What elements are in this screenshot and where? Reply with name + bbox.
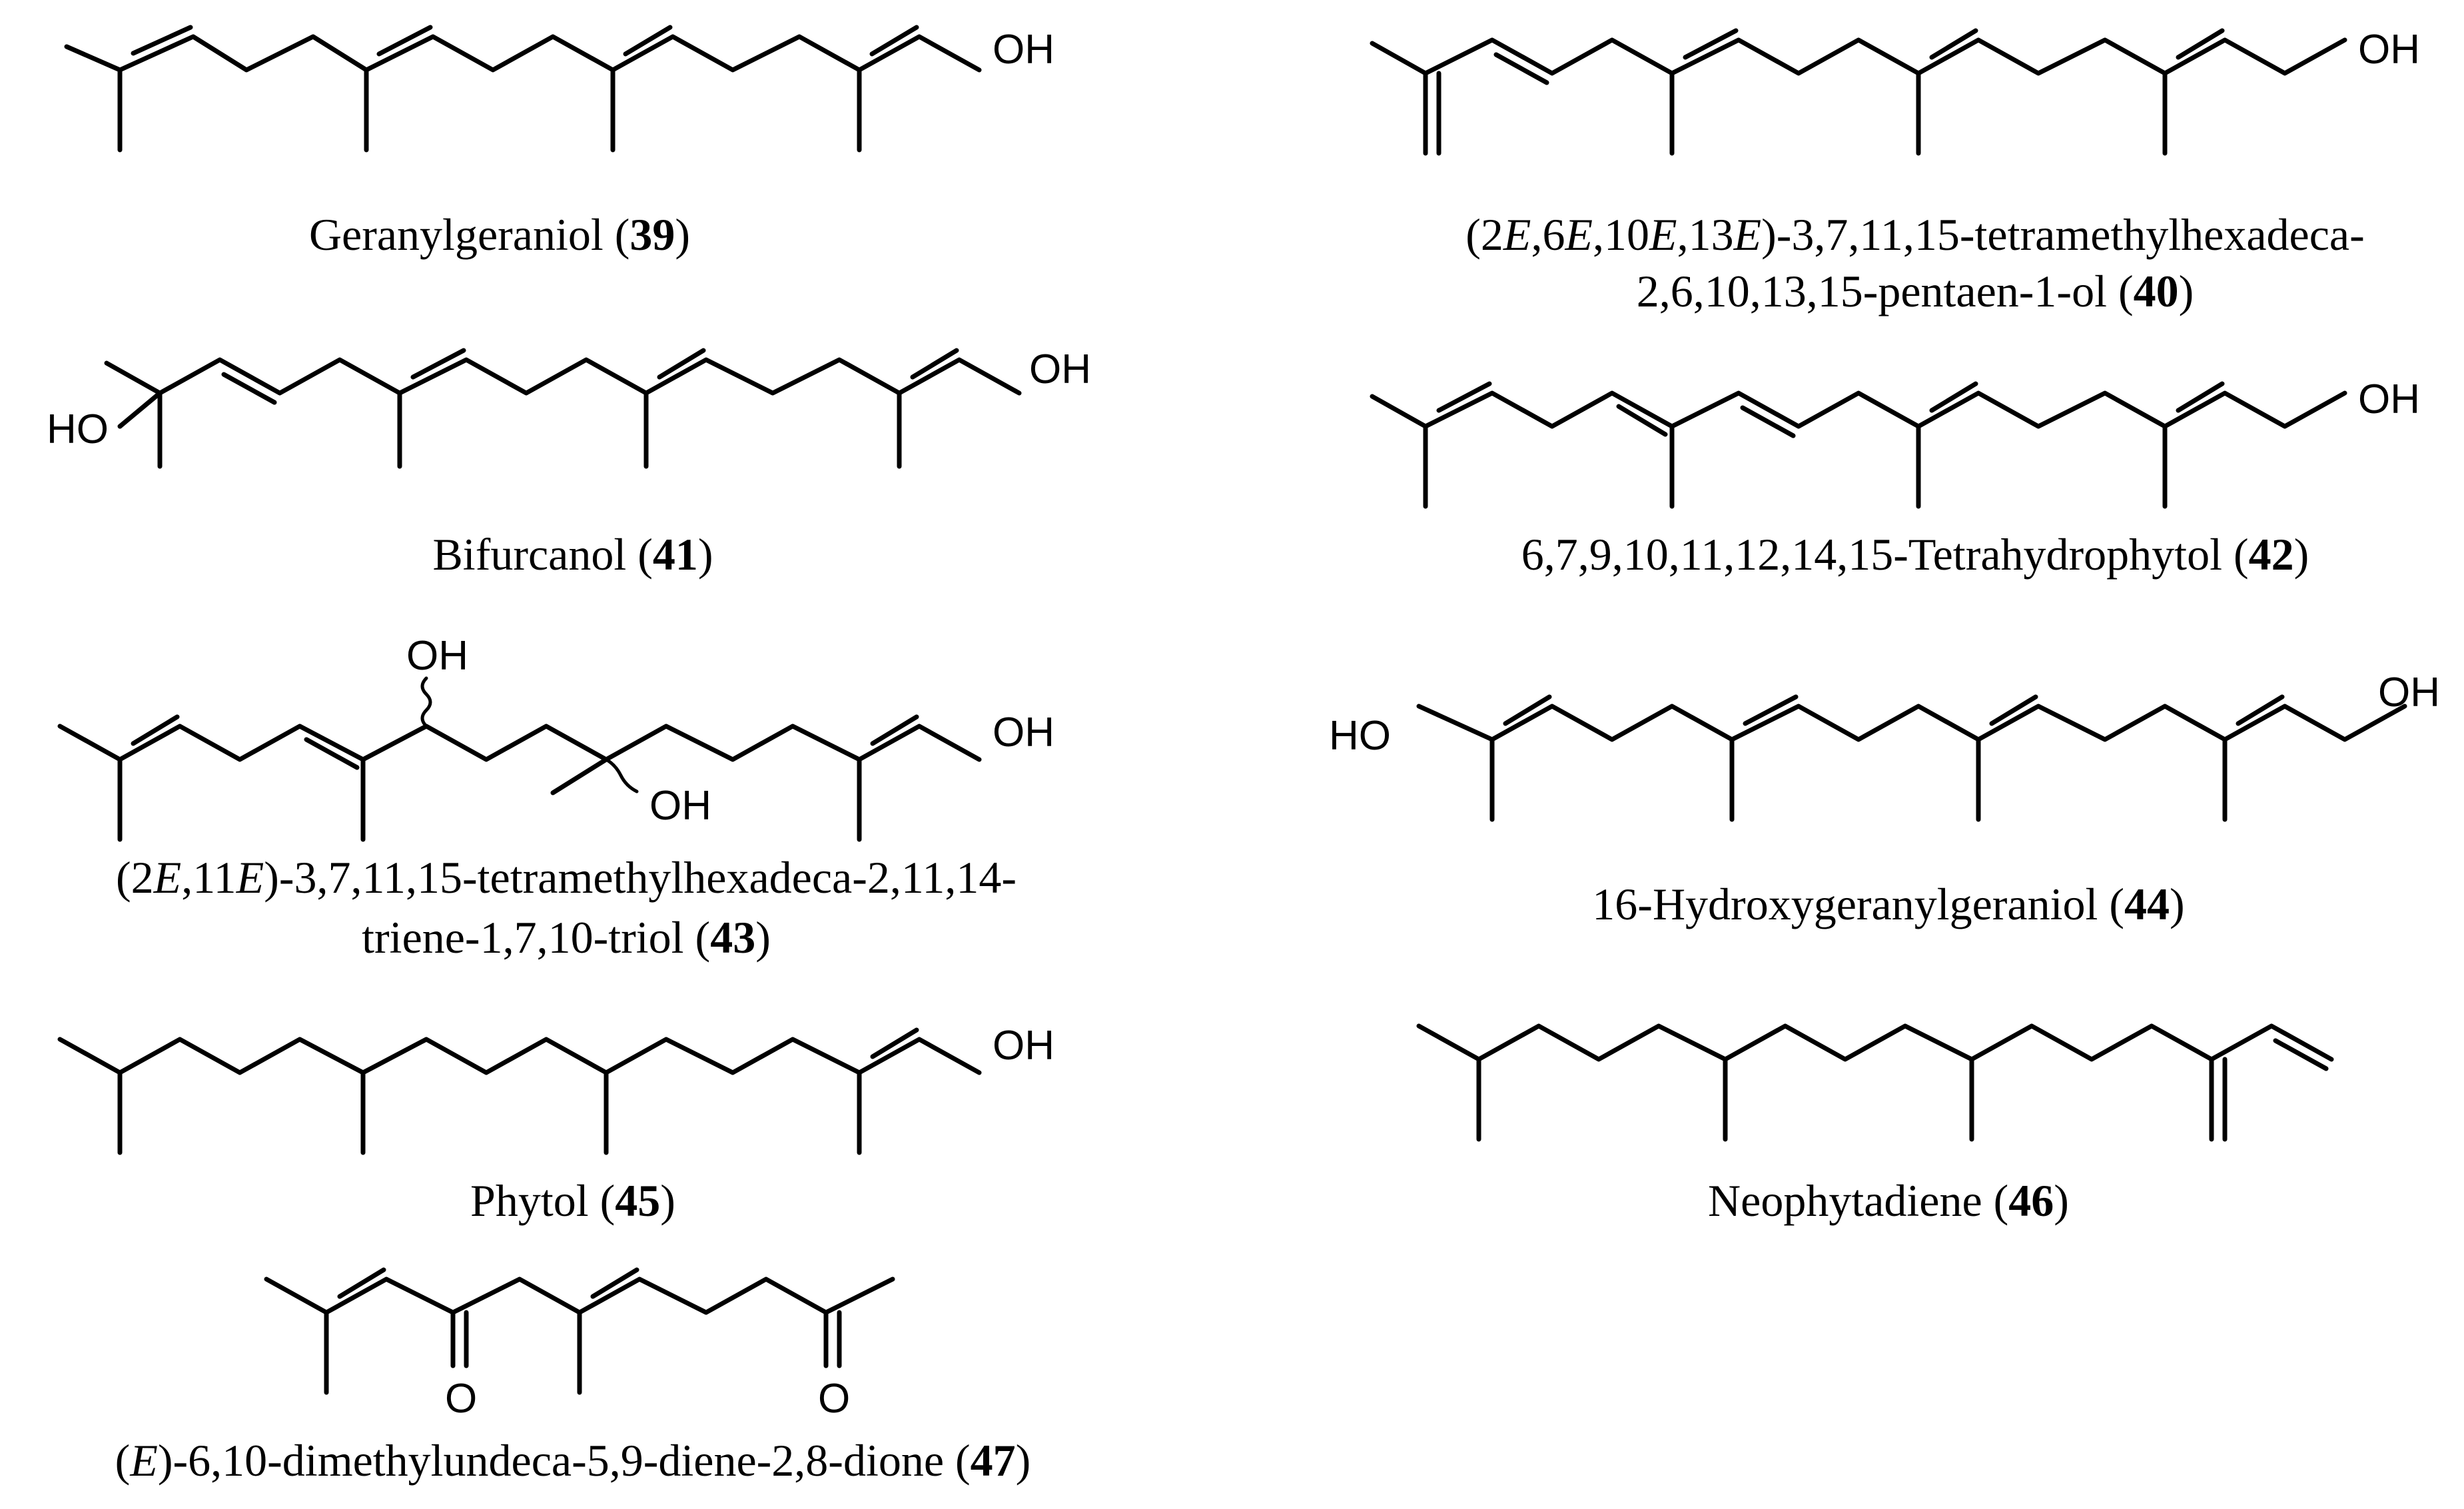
caption-47: (E)-6,10-dimethylundeca-5,9-diene-2,8-di… <box>115 1435 1031 1486</box>
hydroxyl-label: OH <box>993 27 1054 73</box>
hydroxyl-label: OH <box>2358 376 2420 422</box>
structure-46 <box>1416 1023 2334 1142</box>
oxygen-label: O <box>445 1376 477 1422</box>
structure-41: HO OH <box>47 346 1091 469</box>
oxygen-label: O <box>818 1376 850 1422</box>
hydroxyl-label: OH <box>993 710 1054 755</box>
structure-39: OH <box>64 25 1054 153</box>
hydroxyl-left-label: HO <box>1329 713 1391 759</box>
caption-40-line1: (2E,6E,10E,13E)-3,7,11,15-tetramethylhex… <box>1465 209 2364 260</box>
caption-46: Neophytadiene (46) <box>1708 1175 2069 1226</box>
caption-41: Bifurcanol (41) <box>432 529 713 580</box>
structure-42: OH <box>1370 376 2420 509</box>
caption-42: 6,7,9,10,11,12,14,15-Tetrahydrophytol (4… <box>1521 529 2309 580</box>
caption-43-line2: triene-1,7,10-triol (43) <box>362 912 771 963</box>
hydroxyl-label: OH <box>649 783 711 829</box>
caption-40-line2: 2,6,10,13,15-pentaen-1-ol (40) <box>1637 266 2194 316</box>
hydroxyl-left-label: HO <box>47 406 109 452</box>
hydroxyl-label: OH <box>2358 27 2420 73</box>
structure-47: O O <box>264 1267 895 1422</box>
structure-40: OH <box>1370 27 2420 156</box>
hydroxyl-label: OH <box>406 633 468 679</box>
hydroxyl-label: OH <box>2378 670 2440 716</box>
structure-44: HO OH <box>1329 670 2440 822</box>
caption-45: Phytol (45) <box>470 1175 675 1226</box>
structure-43: OH OH OH <box>57 633 1054 842</box>
caption-43-line1: (2E,11E)-3,7,11,15-tetramethylhexadeca-2… <box>116 852 1017 903</box>
hydroxyl-label: OH <box>993 1023 1054 1069</box>
hydroxyl-label: OH <box>1029 346 1091 392</box>
structure-45: OH <box>57 1023 1054 1155</box>
caption-44: 16-Hydroxygeranylgeraniol (44) <box>1592 879 2184 929</box>
caption-39: Geranylgeraniol (39) <box>309 209 690 260</box>
